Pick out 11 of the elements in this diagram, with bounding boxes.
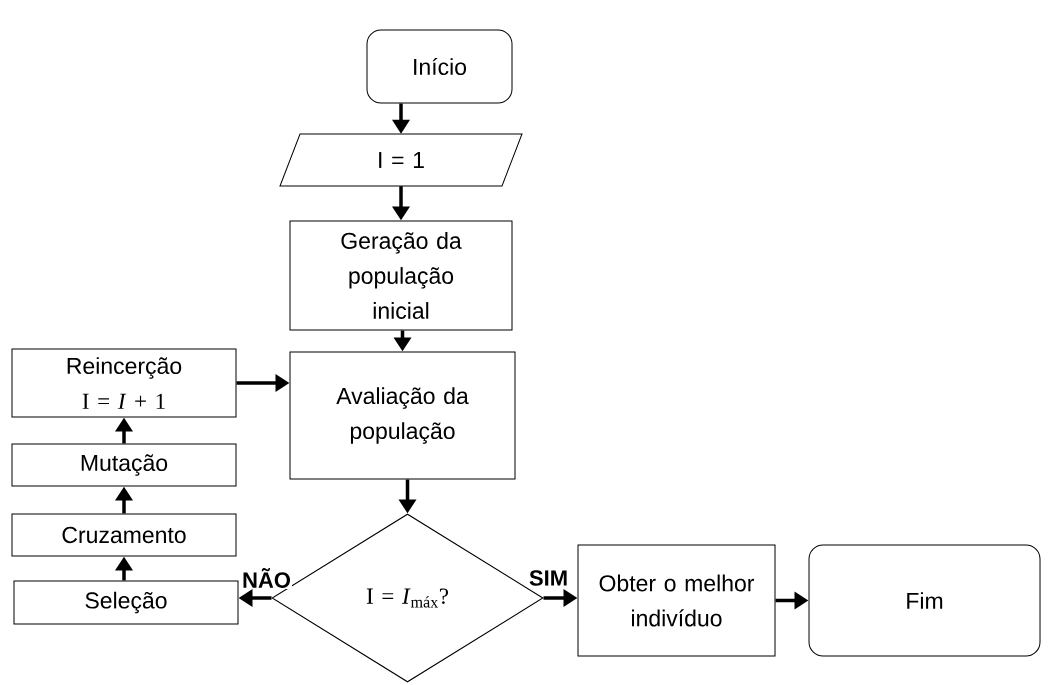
process-box: Obter o melhor indivíduo (577, 544, 776, 657)
terminal-box: Fim (808, 544, 1041, 657)
process-box: Reincerção I = I + 1 (11, 348, 237, 418)
input-parallelogram: I = 1 (279, 133, 523, 187)
process-box: Cruzamento (11, 513, 237, 557)
process-box: Seleção (13, 580, 239, 625)
edge-label: NÃO (241, 567, 292, 589)
process-box: Geração da população inicial (289, 220, 513, 331)
process-box: Avaliação da população (289, 351, 516, 480)
terminal-box: Início (366, 29, 513, 104)
process-box: Mutação (11, 443, 237, 487)
